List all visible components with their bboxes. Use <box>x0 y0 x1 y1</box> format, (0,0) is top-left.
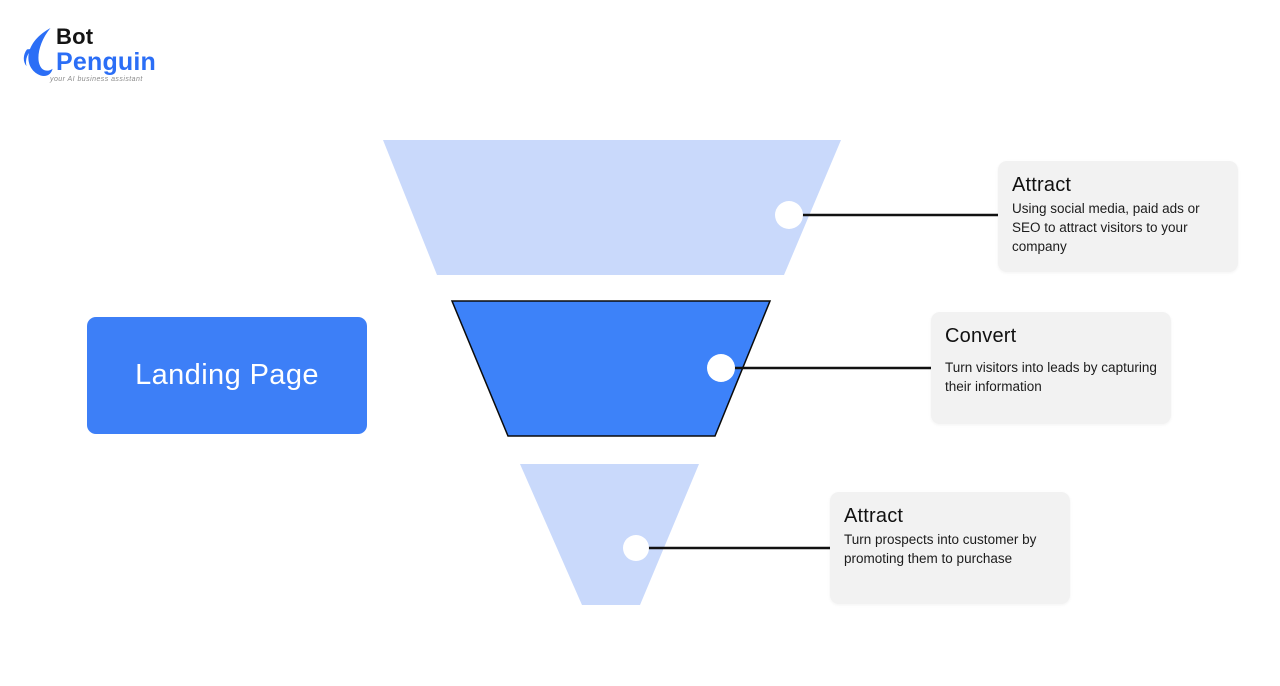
funnel-stage-1-shape <box>383 140 841 275</box>
brand-name-bottom: Penguin <box>56 48 157 76</box>
callout-description: Turn visitors into leads by capturing th… <box>945 360 1157 394</box>
funnel-stage-2-shape <box>450 300 772 437</box>
botpenguin-logo: Bot Penguin your AI business assistant <box>20 24 170 90</box>
connector-dot-2 <box>707 354 735 382</box>
penguin-icon <box>23 28 53 76</box>
callout-card-attract-top: Attract Using social media, paid ads or … <box>998 161 1238 272</box>
callout-title: Attract <box>1012 174 1072 196</box>
landing-page-label: Landing Page <box>135 359 319 391</box>
brand-name-top: Bot <box>56 24 94 49</box>
connector-dot-1 <box>775 201 803 229</box>
funnel-stage-3-shape <box>520 464 699 605</box>
brand-tagline: your AI business assistant <box>50 76 143 83</box>
callout-description: Turn prospects into customer by promotin… <box>844 532 1037 566</box>
landing-page-node: Landing Page <box>87 317 367 434</box>
callout-description: Using social media, paid ads or SEO to a… <box>1012 201 1200 254</box>
callout-title: Attract <box>844 505 904 527</box>
callout-title: Convert <box>945 325 1017 347</box>
connector-dot-3 <box>623 535 649 561</box>
callout-card-attract-bottom: Attract Turn prospects into customer by … <box>830 492 1070 604</box>
callout-card-convert: Convert Turn visitors into leads by capt… <box>931 312 1171 424</box>
